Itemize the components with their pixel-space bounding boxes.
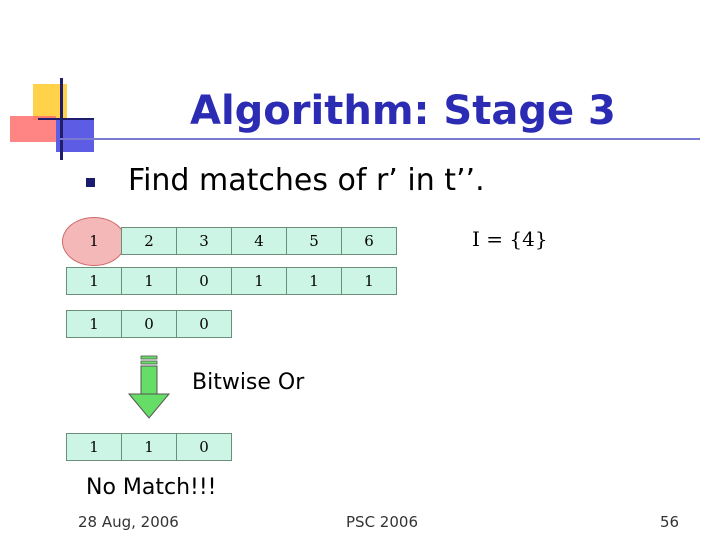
result-cell: 0 [176,433,232,461]
table-cell: 0 [121,310,177,338]
bullet-text: Find matches of r’ in t’’. [128,163,485,198]
down-arrow-icon [126,354,176,422]
result-cell: 1 [121,433,177,461]
table-cell: 0 [176,310,232,338]
result-text: No Match!!! [86,475,217,500]
table-cell: 6 [341,227,397,255]
index-set-label: I = {4} [472,227,548,251]
footer-date: 28 Aug, 2006 [78,513,179,531]
footer-center: PSC 2006 [346,513,418,531]
title-underline [60,138,700,140]
bullet-icon [86,178,95,187]
result-cell: 1 [66,433,122,461]
table-cell: 4 [231,227,287,255]
table-cell: 1 [121,267,177,295]
table-cell: 0 [176,267,232,295]
table-cell: 1 [66,267,122,295]
table-cell: 1 [66,310,122,338]
slide-title: Algorithm: Stage 3 [190,88,616,134]
table-cell: 3 [176,227,232,255]
table-cell: 1 [66,227,122,255]
table-cell: 2 [121,227,177,255]
table-cell: 1 [341,267,397,295]
table-cell: 1 [286,267,342,295]
table-cell: 5 [286,227,342,255]
operation-label: Bitwise Or [192,370,304,395]
page-number: 56 [660,513,679,531]
table-cell: 1 [231,267,287,295]
logo-horizontal-line [38,118,94,120]
